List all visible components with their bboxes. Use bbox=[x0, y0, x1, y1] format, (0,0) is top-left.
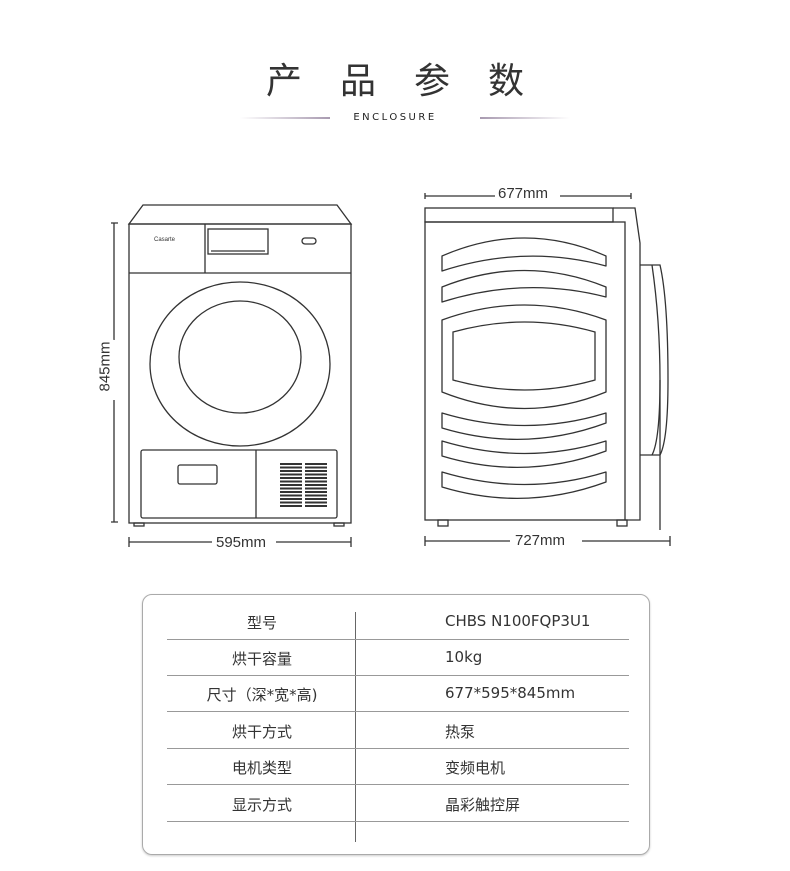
side-view-drawing bbox=[424, 193, 671, 546]
spec-label: 型号 bbox=[246, 614, 277, 632]
depth-total-dimension-label: 727mm bbox=[513, 532, 568, 549]
page-subtitle: ENCLOSURE bbox=[353, 112, 437, 123]
spec-label: 电机类型 bbox=[231, 759, 292, 777]
table-row: 显示方式 晶彩触控屏 bbox=[167, 785, 629, 822]
spec-label: 尺寸（深*宽*高) bbox=[206, 686, 318, 704]
spec-label: 烘干方式 bbox=[231, 723, 292, 741]
decor-line-left bbox=[240, 117, 330, 119]
spec-label: 显示方式 bbox=[231, 796, 292, 814]
table-divider bbox=[355, 612, 356, 842]
spec-table: 型号 CHBS N100FQP3U1 烘干容量 10kg 尺寸（深*宽*高) 677*… bbox=[142, 594, 650, 855]
table-row: 烘干方式 热泵 bbox=[167, 712, 629, 749]
spec-value: 10kg bbox=[445, 648, 483, 666]
height-dimension-label: 845mm bbox=[96, 339, 114, 394]
table-row: 电机类型 变频电机 bbox=[167, 748, 629, 785]
table-row: 型号 CHBS N100FQP3U1 bbox=[167, 603, 629, 640]
brand-logo: Casarte bbox=[154, 237, 176, 243]
page-title: 产品参数 bbox=[265, 61, 562, 102]
table-row: 尺寸（深*宽*高) 677*595*845mm bbox=[167, 675, 629, 712]
spec-label: 烘干容量 bbox=[231, 650, 292, 668]
decor-line-right bbox=[480, 117, 570, 119]
spec-value: CHBS N100FQP3U1 bbox=[445, 612, 591, 630]
spec-value: 热泵 bbox=[445, 723, 476, 741]
depth-body-dimension-label: 677mm bbox=[496, 185, 551, 202]
front-view-drawing bbox=[111, 204, 353, 547]
spec-value: 变频电机 bbox=[445, 759, 506, 777]
spec-value: 晶彩触控屏 bbox=[445, 796, 521, 814]
width-dimension-label: 595mm bbox=[214, 534, 269, 551]
spec-value: 677*595*845mm bbox=[445, 684, 576, 702]
table-row: 烘干容量 10kg bbox=[167, 639, 629, 676]
